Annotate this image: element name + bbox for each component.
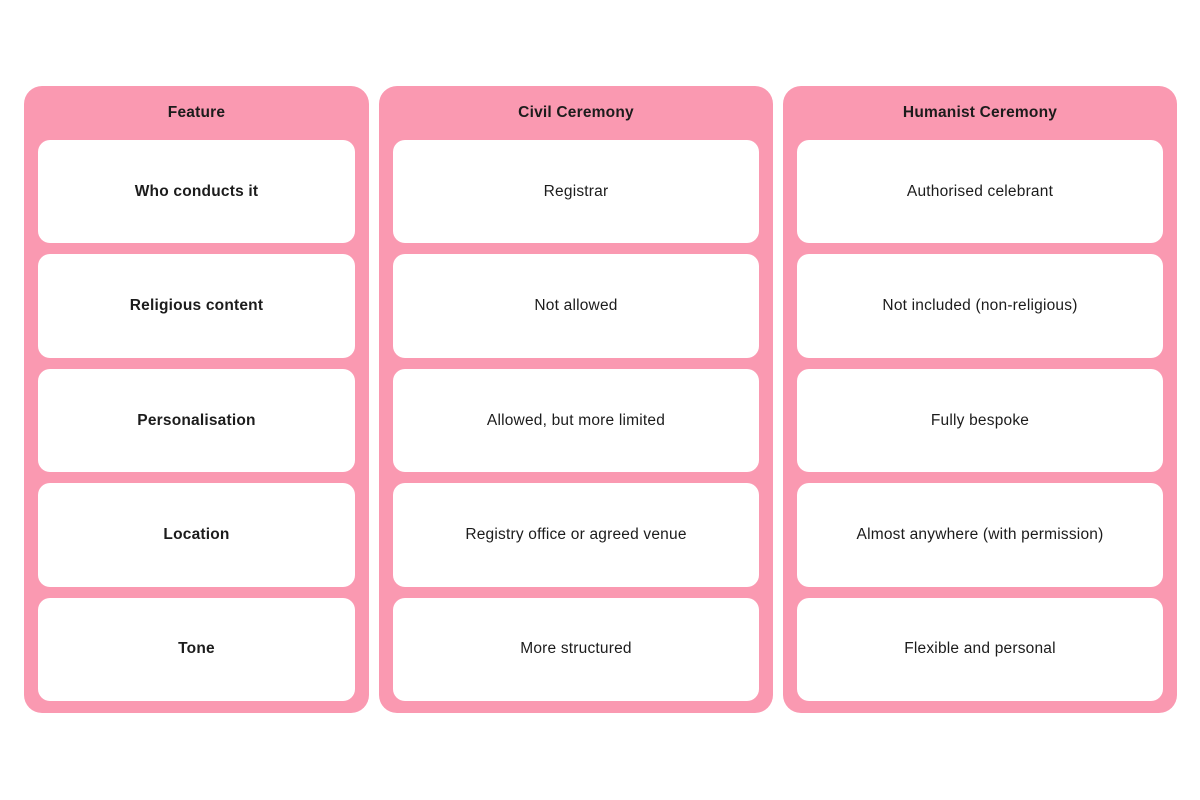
cell-civil-row-2: Not allowed: [393, 254, 759, 358]
column-civil-cards: Registrar Not allowed Allowed, but more …: [393, 140, 759, 702]
cell-feature-row-3: Personalisation: [38, 368, 355, 473]
cell-humanist-row-1: Authorised celebrant: [797, 140, 1163, 244]
column-header-civil-ceremony: Civil Ceremony: [518, 104, 634, 121]
column-feature: Feature Who conducts it Religious conten…: [24, 86, 369, 713]
cell-civil-row-4: Registry office or agreed venue: [393, 483, 759, 587]
cell-civil-row-1: Registrar: [393, 140, 759, 244]
cell-feature-row-4: Location: [38, 483, 355, 587]
column-humanist-cards: Authorised celebrant Not included (non-r…: [797, 140, 1163, 702]
cell-civil-row-3: Allowed, but more limited: [393, 368, 759, 473]
cell-feature-row-1: Who conducts it: [38, 140, 355, 244]
column-humanist-ceremony: Humanist Ceremony Authorised celebrant N…: [783, 86, 1177, 713]
column-header-feature: Feature: [167, 104, 226, 121]
cell-humanist-row-3: Fully bespoke: [797, 368, 1163, 473]
cell-feature-row-5: Tone: [38, 597, 355, 702]
column-feature-cards: Who conducts it Religious content Person…: [38, 140, 355, 702]
column-civil-ceremony: Civil Ceremony Registrar Not allowed All…: [379, 86, 773, 713]
cell-humanist-row-5: Flexible and personal: [797, 597, 1163, 702]
column-header-humanist-ceremony: Humanist Ceremony: [902, 104, 1058, 121]
cell-humanist-row-4: Almost anywhere (with permission): [797, 483, 1163, 587]
cell-humanist-row-2: Not included (non-religious): [797, 254, 1163, 358]
cell-feature-row-2: Religious content: [38, 254, 355, 358]
cell-civil-row-5: More structured: [393, 597, 759, 702]
